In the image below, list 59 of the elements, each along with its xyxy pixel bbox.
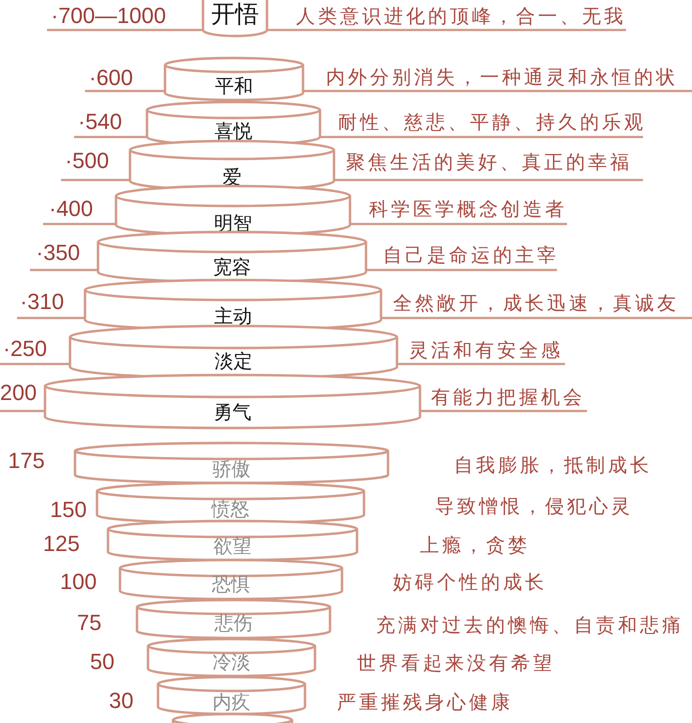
score-label: ·400 — [49, 198, 94, 220]
score-label: ·310 — [20, 291, 64, 313]
score-label: ·350 — [36, 242, 80, 264]
cylinder — [73, 441, 390, 485]
score-label: ·700—1000 — [51, 5, 166, 27]
cylinder — [163, 56, 305, 102]
description-text: 自己是命运的主宰 — [383, 246, 559, 266]
tier-label: 平和 — [215, 78, 253, 96]
description-text: 充满对过去的懊悔、自责和悲痛 — [376, 616, 684, 636]
score-label: 100 — [60, 571, 97, 593]
tier-label: 勇气 — [214, 404, 252, 422]
cylinder — [96, 230, 368, 284]
description-text: 科学医学概念创造者 — [369, 200, 567, 220]
tier-label: 内疚 — [212, 694, 250, 712]
description-text: 世界看起来没有希望 — [357, 654, 555, 674]
cylinder — [201, 0, 269, 38]
description-text: 人类意识进化的顶峰，合一、无我 — [296, 8, 626, 26]
score-label: 200 — [0, 382, 37, 404]
cylinder — [146, 637, 317, 678]
description-text: 全然敞开，成长迅速，真诚友 — [393, 294, 679, 314]
tier-label: 愤怒 — [212, 500, 250, 520]
cylinder — [43, 373, 422, 430]
score-label: ·540 — [78, 111, 122, 133]
description-text: 严重摧残身心健康 — [337, 694, 513, 712]
description-text: 聚焦生活的美好、真正的幸福 — [346, 154, 632, 172]
cylinder — [135, 598, 332, 640]
tier-label: 恐惧 — [212, 576, 250, 594]
tier-label: 淡定 — [214, 352, 252, 372]
score-label: 150 — [50, 499, 87, 521]
score-label: ·250 — [3, 338, 48, 360]
tier-label: 明智 — [214, 214, 252, 234]
tier-label: 主动 — [214, 308, 252, 326]
tier-label: 喜悦 — [214, 122, 252, 142]
score-label: 75 — [77, 612, 102, 634]
tier-label: 悲伤 — [214, 614, 252, 634]
score-label: 125 — [43, 533, 80, 555]
cylinder — [118, 558, 344, 601]
cylinder — [106, 519, 359, 562]
tier-label: 宽容 — [213, 258, 251, 278]
tier-label: 冷淡 — [212, 654, 250, 672]
description-text: 有能力把握机会 — [431, 388, 585, 408]
score-label: 175 — [8, 450, 45, 472]
description-text: 灵活和有安全感 — [409, 342, 563, 360]
description-text: 耐性、慈悲、平静、持久的乐观 — [338, 114, 646, 132]
description-text: 上瘾，贪婪 — [420, 536, 530, 556]
description-text: 内外分别消失，一种通灵和永恒的状 — [326, 68, 678, 88]
tier-label: 爱 — [222, 168, 242, 188]
description-text: 妨碍个性的成长 — [393, 574, 547, 592]
tier-label: 欲望 — [214, 538, 252, 556]
score-label: 50 — [90, 651, 114, 673]
tier-label: 开悟 — [211, 2, 259, 26]
description-text: 导致憎恨，侵犯心灵 — [435, 498, 633, 516]
cylinder — [95, 481, 366, 525]
cylinder — [171, 712, 294, 723]
score-label: 30 — [109, 690, 134, 712]
tier-label: 骄傲 — [212, 460, 250, 480]
score-label: ·600 — [89, 67, 134, 89]
score-label: ·500 — [65, 150, 110, 172]
description-text: 自我膨胀，抵制成长 — [454, 456, 652, 476]
